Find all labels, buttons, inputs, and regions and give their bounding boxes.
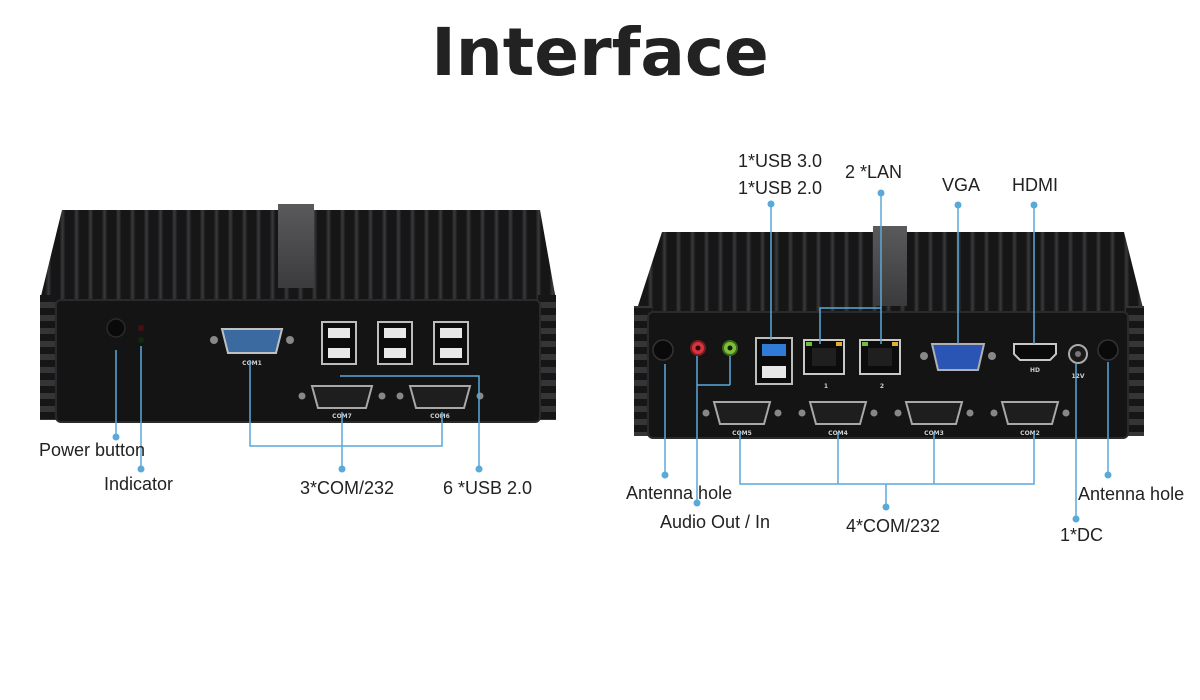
right-top-heatsink-bar	[873, 226, 907, 306]
left-usb-stack-1	[321, 321, 357, 365]
usb2-label: 1*USB 2.0	[738, 178, 823, 198]
lan-port-2: 2	[859, 339, 901, 390]
left-leader-lines	[115, 346, 480, 468]
right-com2-port: COM2	[990, 401, 1070, 437]
indicator-led-red	[138, 325, 144, 331]
audio-label: Audio Out / In	[660, 512, 771, 532]
indicator-label: Indicator	[104, 474, 174, 494]
lan-port-1: 1	[803, 339, 845, 390]
left-usb-stack-3	[433, 321, 469, 365]
power-button-icon	[106, 318, 126, 338]
left-com6-port: COM6	[396, 385, 484, 420]
vga-label: VGA	[942, 175, 981, 195]
dc-voltage-mark: 12V	[1072, 373, 1085, 380]
right-usb-stack	[755, 337, 793, 385]
hdmi-port: HD	[1013, 343, 1057, 374]
hdmi-mark: HD	[1030, 367, 1040, 374]
dc-label: 1*DC	[1060, 525, 1104, 545]
indicator-led-green	[138, 337, 144, 343]
left-top-heatsink-bar	[278, 204, 314, 288]
left-leader-dots	[112, 433, 483, 473]
antenna-left-label: Antenna hole	[626, 483, 733, 503]
com2-mark: COM2	[1020, 430, 1040, 437]
com1-mark: COM1	[242, 360, 262, 367]
right-device-chassis	[634, 226, 1144, 439]
right-leader-dots	[661, 189, 1112, 523]
lan2-mark: 2	[880, 383, 884, 390]
usb3-label: 1*USB 3.0	[738, 151, 823, 171]
right-leader-lines	[664, 193, 1109, 518]
antenna-hole-right-icon	[1097, 339, 1119, 361]
com5-mark: COM5	[732, 430, 752, 437]
right-com5-port: COM5	[702, 401, 782, 437]
power-button-label: Power button	[39, 440, 146, 460]
left-usb-label: 6 *USB 2.0	[443, 478, 533, 498]
hdmi-label: HDMI	[1012, 175, 1058, 195]
com6-mark: COM6	[430, 413, 450, 420]
antenna-right-label: Antenna hole	[1078, 484, 1185, 504]
antenna-hole-left-icon	[652, 339, 674, 361]
page-title: Interface	[431, 14, 769, 91]
vga-port	[920, 343, 996, 371]
dc-jack: 12V	[1068, 344, 1088, 380]
left-com-label: 3*COM/232	[300, 478, 395, 498]
lan-label: 2 *LAN	[845, 162, 903, 182]
right-com-label: 4*COM/232	[846, 516, 941, 536]
left-usb-stack-2	[377, 321, 413, 365]
left-com1-port: COM1	[210, 328, 294, 367]
lan1-mark: 1	[824, 383, 828, 390]
